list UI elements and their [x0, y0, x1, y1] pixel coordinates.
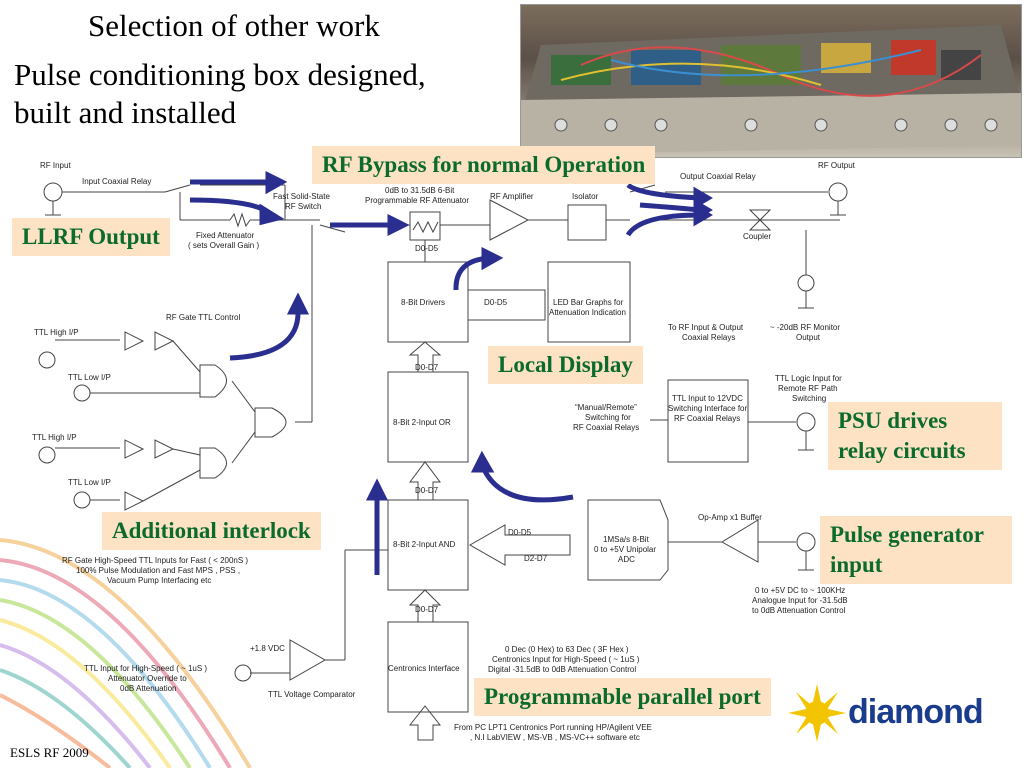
label-d0-d7-a: D0-D7 [415, 363, 439, 372]
label-ttl-fast-1: TTL Input for High-Speed ( ~ 1uS ) [84, 664, 207, 673]
label-rfgate-note-3: Vacuum Pump Interfacing etc [107, 576, 211, 585]
label-isolator: Isolator [572, 192, 599, 201]
callout-parallel-port: Programmable parallel port [474, 678, 771, 716]
ttl-12v-block [667, 379, 749, 463]
label-attenuator-2: Programmable RF Attenuator [365, 196, 469, 205]
label-d0-d7-c: D0-D7 [415, 605, 439, 614]
label-rf-gate-ttl: RF Gate TTL Control [166, 313, 240, 322]
label-fixed-attenuator-1: Fixed Attenuator [196, 231, 255, 240]
callout-llrf-output: LLRF Output [12, 218, 170, 256]
label-ttl-logic-1: TTL Logic Input for [775, 374, 842, 383]
callout-psu-line-2: relay circuits [838, 438, 966, 463]
label-rf-output: RF Output [818, 161, 856, 170]
callout-additional-interlock: Additional interlock [102, 512, 321, 550]
label-or-block: 8-Bit 2-Input OR [393, 418, 451, 427]
or-block [387, 371, 469, 463]
callout-psu-line-1: PSU drives [838, 408, 948, 433]
label-ttl12-3: RF Coaxial Relays [674, 414, 740, 423]
box-photo [520, 4, 1022, 158]
label-manual-1: “Manual/Remote” [575, 403, 637, 412]
label-d0-d7-b: D0-D7 [415, 486, 439, 495]
label-d2-d7: D2-D7 [524, 554, 548, 563]
slide-title: Selection of other work [88, 8, 380, 43]
label-fast-switch-1: Fast Solid-State [273, 192, 330, 201]
slide-subtitle: Pulse conditioning box designed, built a… [14, 56, 426, 132]
label-fast-switch-2: RF Switch [285, 202, 321, 211]
label-ttl-logic-2: Remote RF Path [778, 384, 838, 393]
callout-pulse-gen-line-2: input [830, 552, 883, 577]
diamond-logo-icon [788, 684, 846, 742]
label-ttl-high-2: TTL High I/P [32, 433, 77, 442]
subtitle-line-1: Pulse conditioning box designed, [14, 57, 426, 92]
label-manual-3: RF Coaxial Relays [573, 423, 639, 432]
label-pc-2: , N.I LabVIEW , MS-VB , MS-VC++ software… [470, 733, 640, 742]
label-coupler: Coupler [743, 232, 771, 241]
label-to-rf-1: To RF Input & Output [668, 323, 744, 332]
rf-output-connector [828, 182, 848, 202]
rf-input-connector [43, 182, 63, 202]
label-adc-3: ADC [618, 555, 635, 564]
label-rfgate-note-1: RF Gate High-Speed TTL Inputs for Fast (… [62, 556, 248, 565]
label-manual-2: Switching for [585, 413, 631, 422]
label-comparator: TTL Voltage Comparator [268, 690, 356, 699]
label-opamp: Op-Amp x1 Buffer [698, 513, 762, 522]
decorative-swirl [0, 538, 252, 768]
diamond-logo-text: diamond [848, 693, 984, 731]
callout-pulse-generator: Pulse generator input [820, 516, 1012, 584]
label-monitor-2: Output [796, 333, 821, 342]
callout-psu: PSU drives relay circuits [828, 402, 1002, 470]
label-rf-amplifier: RF Amplifier [490, 192, 534, 201]
label-d0-d5-mid: D0-D5 [484, 298, 508, 307]
label-monitor-1: ~ -20dB RF Monitor [770, 323, 840, 332]
label-adc-2: 0 to +5V Unipolar [594, 545, 656, 554]
label-rfgate-note-2: 100% Pulse Modulation and Fast MPS , PSS… [76, 566, 240, 575]
label-ttl-fast-3: 0dB Attenuation [120, 684, 177, 693]
callout-rf-bypass: RF Bypass for normal Operation [312, 146, 656, 184]
label-analogue-3: to 0dB Attenuation Control [752, 606, 846, 615]
label-ttl12-2: Switching Interface for [668, 404, 747, 413]
label-adc-1: 1MSa/s 8-Bit [603, 535, 650, 544]
label-pc-1: From PC LPT1 Centronics Port running HP/… [454, 723, 652, 732]
label-dec-2: Centronics Input for High-Speed ( ~ 1uS … [492, 655, 640, 664]
label-ttl-fast-2: Attenuator Override to [108, 674, 187, 683]
label-drivers: 8-Bit Drivers [401, 298, 445, 307]
label-centronics: Centronics Interface [388, 664, 460, 673]
label-fixed-attenuator-2: ( sets Overall Gain ) [188, 241, 259, 250]
label-rf-input: RF Input [40, 161, 71, 170]
label-attenuator-1: 0dB to 31.5dB 6-Bit [385, 186, 455, 195]
callout-pulse-gen-line-1: Pulse generator [830, 522, 984, 547]
label-d0-d5-top: D0-D5 [415, 244, 439, 253]
label-analogue-2: Analogue Input for -31.5dB [752, 596, 848, 605]
label-input-relay: Input Coaxial Relay [82, 177, 151, 186]
subtitle-line-2: built and installed [14, 95, 237, 130]
label-dec-3: Digital -31.5dB to 0dB Attenuation Contr… [488, 665, 636, 674]
label-d0-d5-and: D0-D5 [508, 528, 532, 537]
label-and-block: 8-Bit 2-Input AND [393, 540, 455, 549]
label-ttl-low-1: TTL Low I/P [68, 373, 111, 382]
label-dec-1: 0 Dec (0 Hex) to 63 Dec ( 3F Hex ) [505, 645, 629, 654]
block-diagram: RF Input Input Coaxial Relay Fast Solid-… [32, 161, 856, 742]
emphasis-arrows [189, 170, 713, 575]
led-block [547, 261, 631, 343]
label-ttl-low-2: TTL Low I/P [68, 478, 111, 487]
label-led-1: LED Bar Graphs for [553, 298, 624, 307]
label-to-rf-2: Coaxial Relays [682, 333, 735, 342]
slide-footer: ESLS RF 2009 [10, 745, 89, 760]
label-ttl-logic-3: Switching [792, 394, 826, 403]
box-photo-drawing [521, 25, 1021, 155]
label-ttl-high-1: TTL High I/P [34, 328, 79, 337]
callout-local-display: Local Display [488, 346, 643, 384]
label-output-relay: Output Coaxial Relay [680, 172, 756, 181]
label-analogue-1: 0 to +5V DC to ~ 100KHz [755, 586, 845, 595]
label-led-2: Attenuation Indication [549, 308, 626, 317]
label-ttl12-1: TTL Input to 12VDC [672, 394, 743, 403]
label-vdc: +1.8 VDC [250, 644, 285, 653]
